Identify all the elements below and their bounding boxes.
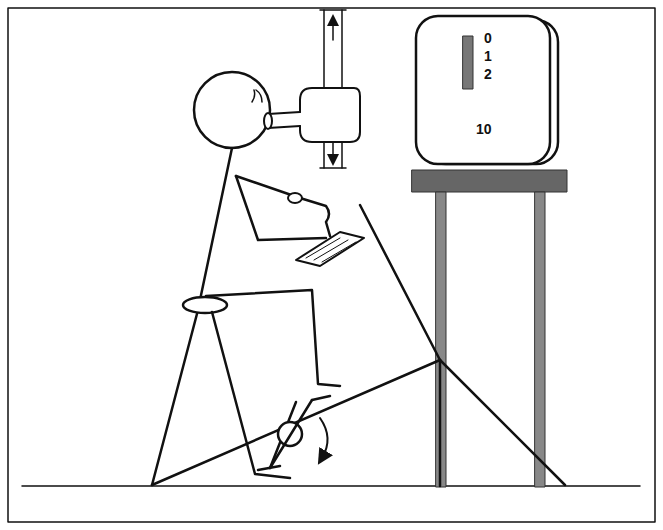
table-top (412, 170, 567, 192)
scale-number: 0 (484, 31, 492, 45)
arm (236, 176, 330, 236)
mouthpiece-housing (300, 88, 360, 142)
arm (236, 176, 326, 240)
table-leg (535, 192, 545, 487)
head (194, 72, 270, 148)
frame-border (8, 8, 655, 522)
bike-frame (439, 360, 442, 486)
flow-arrow (332, 20, 334, 40)
pedal (312, 396, 330, 400)
ear (256, 90, 262, 102)
leg (206, 290, 340, 386)
crank-arm (270, 400, 312, 468)
bike-frame (440, 360, 565, 485)
monitor-screen (416, 16, 550, 164)
table-leg (436, 192, 446, 487)
torso (200, 148, 232, 300)
scale-number: 1 (484, 49, 492, 63)
saddle (183, 297, 227, 313)
scale-number: 2 (484, 67, 492, 81)
floor-line (22, 485, 640, 487)
bike-frame (360, 205, 440, 360)
keypad-keys (306, 238, 356, 262)
display-bar (463, 36, 473, 89)
eye (252, 90, 255, 102)
bike-frame (152, 310, 198, 485)
readout-number: 10 (476, 122, 492, 136)
rotation-arrow (320, 418, 328, 458)
hand (288, 193, 302, 203)
mouth (264, 113, 272, 129)
bike-frame (152, 360, 440, 485)
